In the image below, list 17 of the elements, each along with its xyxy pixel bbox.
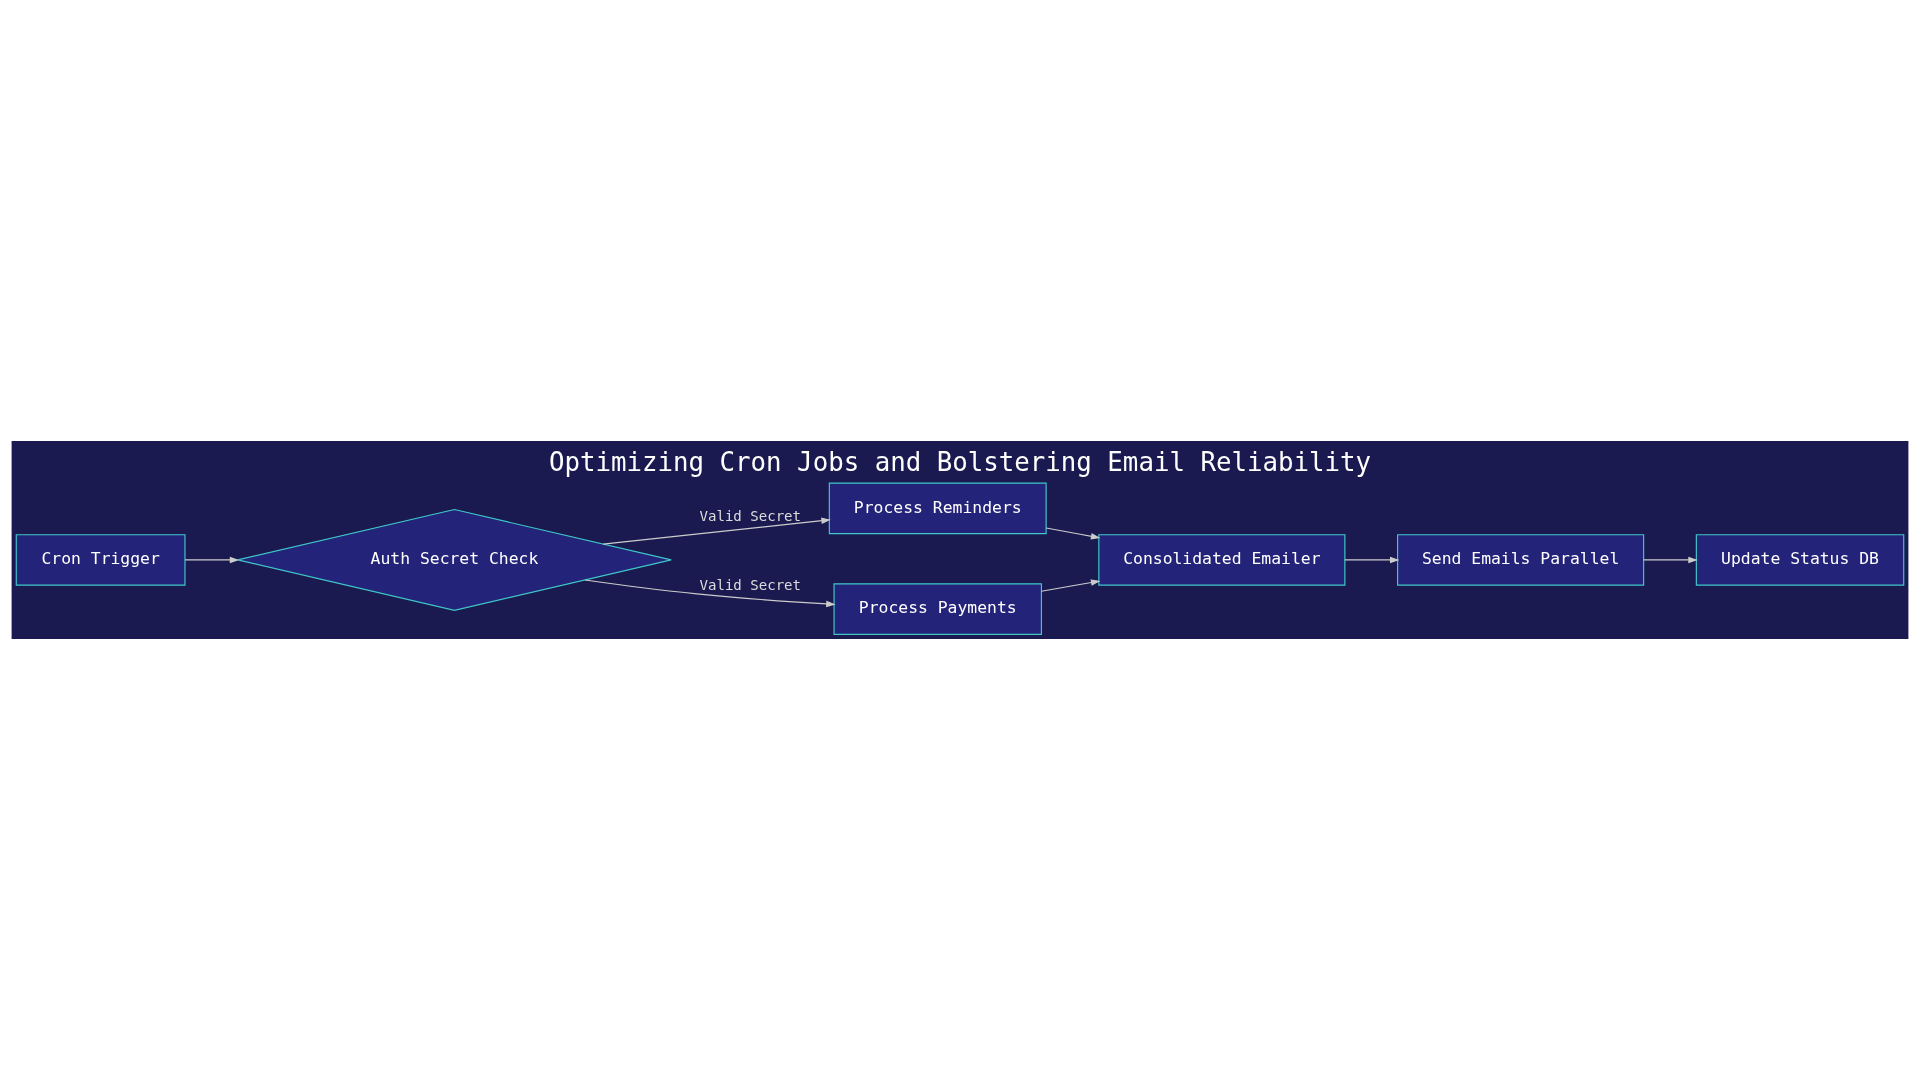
- node-box: Process Reminders: [828, 482, 1047, 535]
- node-diamond: Auth Secret Check: [237, 508, 672, 611]
- arrow: [1045, 527, 1101, 540]
- node-box: Process Payments: [833, 583, 1042, 635]
- arrow: [602, 517, 831, 545]
- arrow: [1643, 556, 1698, 564]
- edge-label: Valid Secret: [699, 576, 802, 593]
- node-box: Send Emails Parallel: [1397, 534, 1645, 586]
- node-box: Consolidated Emailer: [1098, 534, 1346, 586]
- arrow: [584, 579, 836, 608]
- edge-label: Valid Secret: [699, 507, 802, 524]
- arrow: [184, 556, 240, 564]
- arrow: [1344, 556, 1400, 564]
- diagram-title: Optimizing Cron Jobs and Bolstering Email Reliability: [548, 446, 1372, 477]
- arrow: [1040, 579, 1101, 592]
- node-box: Cron Trigger: [15, 534, 186, 586]
- node-box: Update Status DB: [1695, 534, 1905, 586]
